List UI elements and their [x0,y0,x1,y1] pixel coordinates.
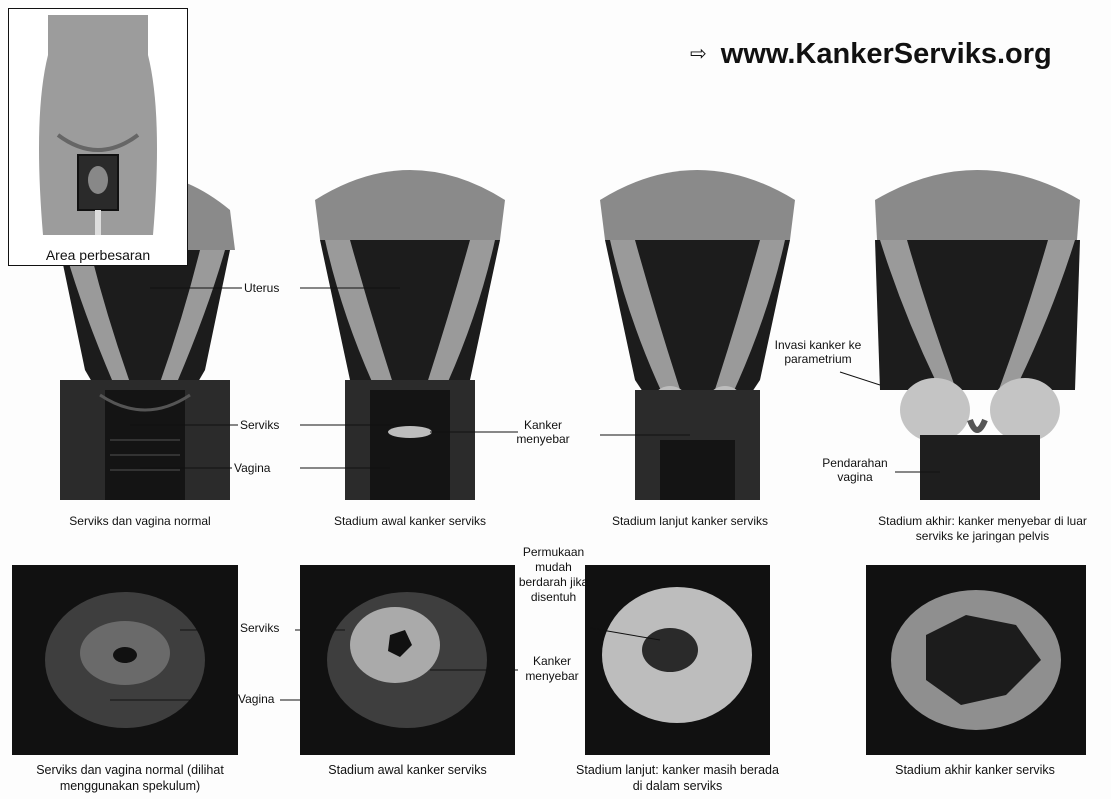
website-url: ⇨ www.KankerServiks.org [690,38,1052,71]
illustration-early-stage [300,140,520,510]
label-bottom-kanker-menyebar: Kanker menyebar [512,654,592,684]
torso-illustration [23,15,173,235]
caption-top-3: Stadium lanjut kanker serviks [570,514,810,529]
label-bottom-serviks: Serviks [240,621,279,635]
label-pendarahan-vagina: Pendarahan vagina [815,456,895,484]
label-uterus: Uterus [244,281,279,295]
url-text: www.KankerServiks.org [721,38,1052,70]
caption-top-1: Serviks dan vagina normal [20,514,260,529]
label-kanker-menyebar: Kanker menyebar [508,418,578,446]
illustration-advanced-stage [585,140,810,510]
caption-top-2: Stadium awal kanker serviks [290,514,530,529]
label-invasi-parametrium: Invasi kanker ke parametrium [758,338,878,366]
caption-bottom-2: Stadium awal kanker serviks [285,762,530,778]
arrow-right-icon: ⇨ [690,43,707,65]
illustration-late-stage [865,140,1090,510]
label-bottom-vagina: Vagina [238,692,274,706]
inset-magnification-area: Area perbesaran [8,8,188,266]
label-permukaan-berdarah: Permukaan mudah berdarah jika disentuh [516,545,591,605]
speculum-view-early [300,565,515,755]
label-serviks: Serviks [240,418,279,432]
caption-bottom-1: Serviks dan vagina normal (dilihat mengg… [0,762,260,794]
caption-top-4: Stadium akhir: kanker menyebar di luar s… [860,514,1105,544]
caption-bottom-4: Stadium akhir kanker serviks [855,762,1095,778]
caption-bottom-3: Stadium lanjut: kanker masih berada di d… [570,762,785,794]
speculum-view-normal [12,565,238,755]
inset-caption: Area perbesaran [9,247,187,263]
speculum-view-late [866,565,1086,755]
label-vagina: Vagina [234,461,270,475]
speculum-view-advanced [585,565,770,755]
